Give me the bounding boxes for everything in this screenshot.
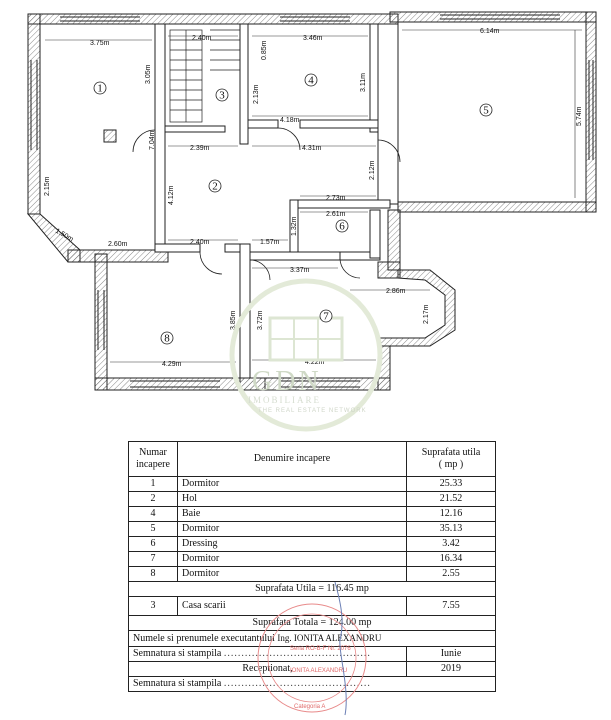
stamp-seria: Seria RO-B-F Nr. 2076 [290,646,351,652]
dim-label: 2.60m [108,241,128,248]
walls [26,11,597,391]
signature-scribble [334,581,347,716]
table-row: 5 Dormitor 35.13 [128,521,496,537]
dim-label: 2.17m [423,304,430,324]
watermark: GDN IMOBILIARE THE REAL ESTATE NETWORK [229,278,383,432]
signature-dots: ........................................… [223,648,371,659]
stamp-name: IONITA ALEXANDRU [290,668,347,674]
signature-dots-2: ........................................… [223,678,371,689]
signature-cell-2: Semnatura si stampila ..................… [128,676,496,692]
executant-label: Numele si prenumele executantului [133,633,275,644]
executant-name: Ing. IONITA ALEXANDRU [277,633,382,643]
signature-row-2: Semnatura si stampila ..................… [128,676,496,692]
dim-label: 6.14m [480,28,500,35]
watermark-line1: IMOBILIARE [248,395,321,405]
watermark-brand: GDN [252,366,322,397]
header-number: Numar incapere [128,441,178,477]
floor-plan: 3.75m 2.40m 0.85m 3.46m 6.14m 3.05m 2.13… [26,11,597,432]
dim-label: 1.32m [291,216,298,236]
dim-label: 2.39m [190,145,210,152]
table-row: 1 Dormitor 25.33 [128,476,496,492]
room-number: 7 [323,311,329,323]
room-number: 1 [97,83,103,95]
dim-label: 2.40m [190,239,210,246]
header-area-label: Suprafata utila [421,447,481,458]
room-number: 2 [212,181,218,193]
table-row: 8 Dormitor 2.55 [128,566,496,582]
dim-label: 2.86m [386,288,406,295]
dim-label: 5.74m [576,106,583,126]
staircase [169,29,240,123]
signature-label: Semnatura si stampila [133,648,222,659]
room-number: 6 [339,221,345,233]
dim-label: 4.18m [280,117,300,124]
dim-label: 0.85m [261,40,268,60]
header-name: Denumire incapere [177,441,407,477]
dim-label: 2.13m [253,84,260,104]
room-number: 4 [308,75,314,87]
dim-label: 3.11m [360,73,367,92]
dim-label: 2.61m [326,211,346,218]
column [103,129,117,143]
watermark-line2: THE REAL ESTATE NETWORK [258,408,367,414]
windows [30,14,594,388]
table-header-row: Numar incapere Denumire incapere Suprafa… [128,441,496,477]
dim-label: 3.75m [90,40,110,47]
table-row: 4 Baie 12.16 [128,506,496,522]
dim-label: 3.46m [303,35,323,42]
dim-label: 3.05m [145,64,152,84]
dim-label: 2.40m [192,35,212,42]
dim-label: 4.31m [302,145,322,152]
dim-label: 2.12m [369,160,376,180]
rooms-table: Numar incapere Denumire incapere Suprafa… [128,441,496,692]
dim-label: 4.22m [305,359,325,366]
dim-label: 3.37m [290,267,310,274]
room-number: 3 [219,90,225,102]
room-markers: 1 2 3 4 5 6 7 8 [93,73,493,345]
room-number: 5 [483,105,489,117]
dim-label: 2.73m [326,195,346,202]
room-number: 8 [164,333,170,345]
table-row: 2 Hol 21.52 [128,491,496,507]
rooms-table-container: Numar incapere Denumire incapere Suprafa… [128,441,496,692]
dim-label: 4.12m [168,185,175,205]
stamp-categoria: Categoria A [294,704,325,710]
dim-label: 3.72m [257,310,264,330]
dim-label: 4.29m [162,361,182,368]
dim-label: 7.04m [149,130,156,150]
header-area-unit: ( mp ) [438,459,464,470]
signature-label-2: Semnatura si stampila [133,678,222,689]
stamp-seal: Seria RO-B-F Nr. 2076 IONITA ALEXANDRU C… [257,603,367,713]
dim-label: 2.15m [44,176,51,196]
header-area: Suprafata utila ( mp ) [406,441,496,477]
doors [132,127,401,281]
table-row: 7 Dormitor 16.34 [128,551,496,567]
table-row: 6 Dressing 3.42 [128,536,496,552]
dim-label: 3.85m [230,310,237,330]
dim-label: 1.57m [260,239,280,246]
